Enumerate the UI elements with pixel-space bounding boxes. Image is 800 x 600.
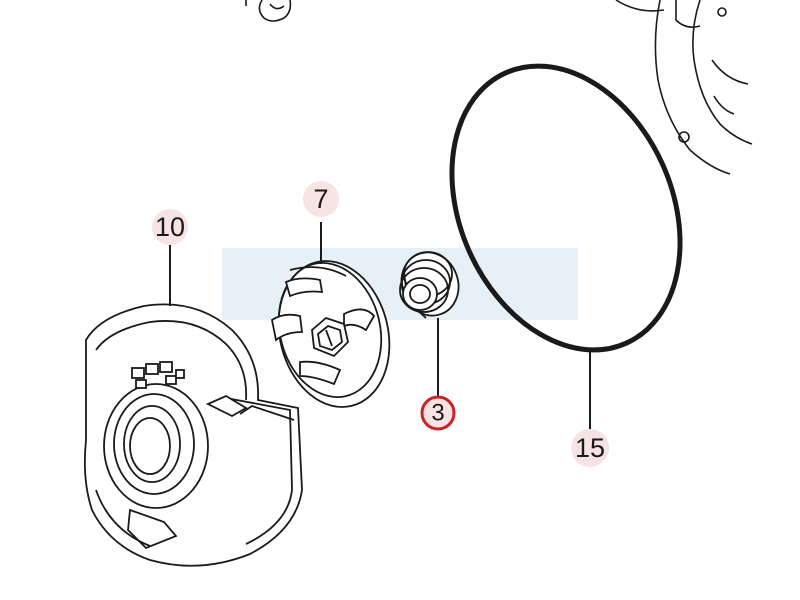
seal-part-3 <box>399 251 460 319</box>
callout-bubble <box>303 181 339 217</box>
drum-part-10 <box>83 303 303 567</box>
impeller-part-7 <box>270 260 391 408</box>
callout-3-selected[interactable]: 3 <box>420 395 456 431</box>
callout-10[interactable]: 10 <box>152 209 188 245</box>
leader-lines <box>169 222 591 432</box>
callout-label-3: 3 <box>431 400 444 427</box>
bolt-fragment <box>245 0 292 22</box>
callout-7[interactable]: 7 <box>303 181 339 217</box>
callout-bubble <box>571 429 609 467</box>
housing-fragment <box>615 0 753 175</box>
drum-teeth <box>131 361 185 389</box>
o-ring-part-15 <box>449 63 683 353</box>
callout-label-15: 15 <box>575 433 605 463</box>
callout-label-7: 7 <box>313 184 328 214</box>
callout-label-10: 10 <box>155 212 185 242</box>
callout-15[interactable]: 15 <box>571 429 609 467</box>
callout-bubble <box>152 209 188 245</box>
callout-bubble <box>420 395 456 431</box>
